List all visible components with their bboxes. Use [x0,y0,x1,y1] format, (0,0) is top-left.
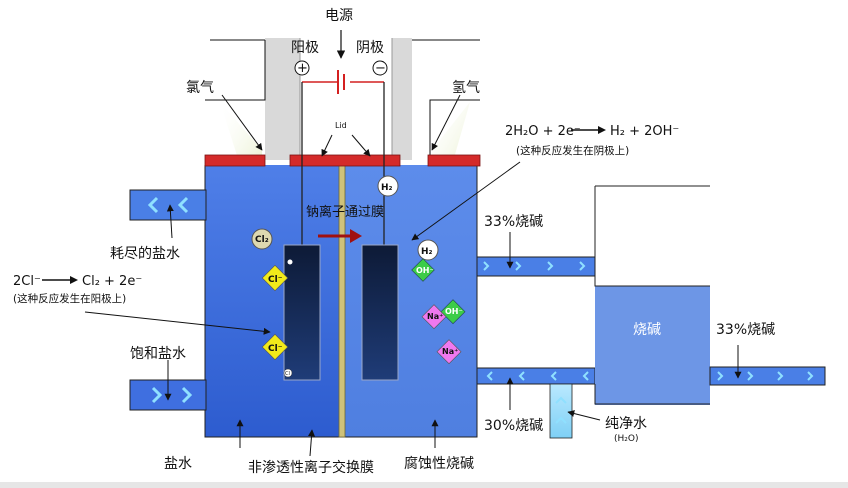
flow-chevrons [147,196,814,424]
chevron-icon [515,261,522,271]
chevron-icon [147,196,159,214]
minus-terminal [372,60,388,76]
pure-water-label: 纯净水 [605,416,647,432]
power-circuit [294,30,388,245]
chevron-icon [547,261,554,271]
annotation-leaders [84,94,742,457]
chevron-icon [486,371,493,381]
chlorine-gas-label: 氯气 [186,80,214,96]
cathode-eq-left: 2H₂O + 2e⁻ [505,124,581,139]
equation-arrows [42,126,606,284]
lid-plate-right [427,154,481,167]
anode-label: 阳极 [291,40,319,56]
na-text-upper: Na⁺ [427,312,443,321]
chevron-icon [777,371,784,381]
oh-ion-upper [411,258,435,282]
chevron-icon [717,371,724,381]
bottom-rule [0,482,848,488]
h2-text-right: H₂ [421,247,433,257]
cl-ion-lower [261,333,289,361]
h2-bubble-top [377,175,399,197]
brine-label: 盐水 [164,456,192,472]
soda-33-right-label: 33%烧碱 [716,322,775,338]
depleted-brine-pipe [129,189,207,221]
chevron-icon [555,396,567,404]
cathode-plate [361,244,399,381]
h2-text-top: H₂ [381,183,393,193]
power-source-label: 电源 [325,8,353,24]
cathode-label: 阴极 [356,40,384,56]
hydrogen-gas-label: 氢气 [452,80,480,96]
cathode-eq-right: H₂ + 2OH⁻ [610,124,679,139]
soda-tank [595,286,710,405]
membrane-na-label: 钠离子通过膜 [306,204,384,220]
cl-small-text: Cl [285,371,290,377]
chevron-icon [555,416,567,424]
chevron-icon [579,261,586,271]
soda-33-top-label: 33%烧碱 [484,214,543,230]
cl2-text: Cl₂ [255,235,269,245]
chevron-icon [151,386,163,404]
sodium-arrow [318,229,362,243]
plus-terminal [294,60,310,76]
pure-water-pipe [549,383,573,439]
minus-sign: − [375,61,386,76]
cl-ion-upper [261,264,289,292]
chevron-icon [181,386,193,404]
anode-plate [283,244,321,381]
outlet-pipe-right [709,366,826,386]
cl-text-upper: Cl⁻ [268,275,283,285]
cl-text-lower: Cl⁻ [268,344,283,354]
saturated-brine-label: 饱和盐水 [130,346,186,362]
membrane-name-label: 非渗透性离子交换膜 [248,459,374,476]
lid-plate-left [204,154,266,167]
na-text-lower: Na⁺ [442,347,458,356]
chevron-icon [483,261,490,271]
caustic-label: 腐蚀性烧碱 [404,455,474,472]
lid-label: Lid [335,121,347,130]
electrodes [283,244,399,381]
cathode-note: (这种反应发生在阴极上) [516,144,629,157]
na-ion-upper [421,304,447,330]
chevron-icon [518,371,525,381]
chevron-icon [582,371,589,381]
housing [205,38,480,165]
lid-plate-center [289,154,401,167]
depleted-brine-label: 耗尽的盐水 [110,246,180,262]
plus-sign: + [297,61,308,76]
soda-30-label: 30%烧碱 [484,418,543,434]
anode-eq-right: Cl₂ + 2e⁻ [82,274,142,289]
chevron-icon [747,371,754,381]
pure-water-formula: (H₂O) [614,434,638,444]
oh-text-upper: OH⁻ [416,266,434,275]
electrolytic-cell [204,154,481,438]
anode-note: (这种反应发生在阳极上) [13,292,126,305]
chevron-icon [177,196,189,214]
oh-text-lower: OH⁻ [445,307,463,316]
soda-tank-label: 烧碱 [633,322,661,338]
oh-ion-lower [440,299,466,325]
na-ion-lower [436,339,462,365]
chevron-icon [807,371,814,381]
cl2-bubble [251,228,273,250]
h2-bubble-right [417,239,439,261]
chevron-icon [550,371,557,381]
anode-eq-left: 2Cl⁻ [13,274,41,289]
